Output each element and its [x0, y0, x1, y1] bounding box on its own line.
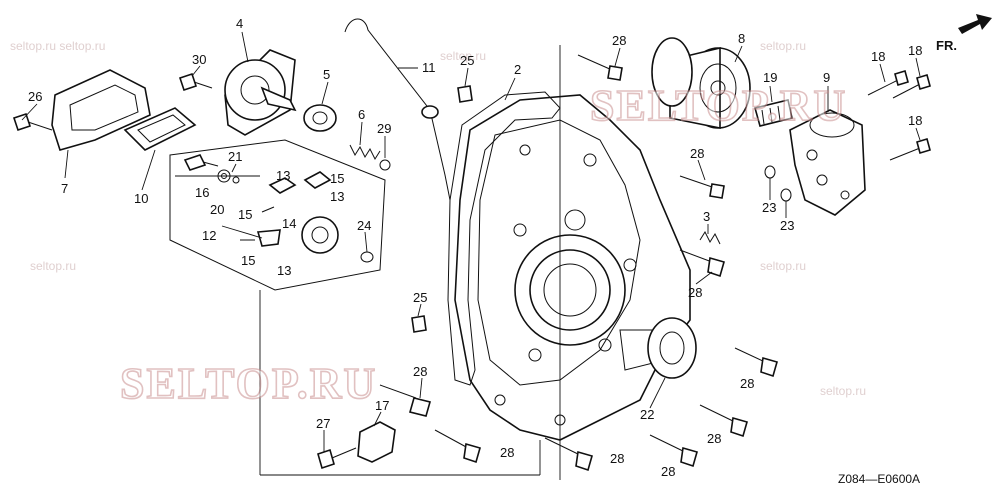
callout-26: 26 [28, 89, 42, 104]
callout-18a: 18 [871, 49, 885, 64]
callout-28g: 28 [661, 464, 675, 479]
dowel-25-top [457, 85, 473, 103]
callout-10: 10 [134, 191, 148, 206]
oil-filter-housing [789, 109, 866, 216]
breather-plate [123, 107, 197, 151]
callout-13b: 13 [330, 189, 344, 204]
bolt-27 [317, 447, 357, 470]
governor-subassembly-parts [183, 154, 374, 263]
governor-subassembly-frame [169, 139, 386, 291]
front-direction-arrow [958, 14, 992, 34]
governor-gear-assembly [224, 49, 297, 136]
front-direction-label: FR. [936, 38, 957, 53]
dipstick [344, 18, 451, 201]
callout-9: 9 [823, 70, 830, 85]
callout-23a: 23 [762, 200, 776, 215]
callout-25b: 25 [413, 290, 427, 305]
callout-14: 14 [282, 216, 296, 231]
washer-23b [780, 188, 792, 202]
svg-text:seltop.ru: seltop.ru [760, 39, 806, 53]
callout-28i: 28 [740, 376, 754, 391]
callout-28b: 28 [690, 146, 704, 161]
callout-7: 7 [61, 181, 68, 196]
cover-gasket [447, 91, 561, 386]
callout-18c: 18 [908, 113, 922, 128]
callout-16: 16 [195, 185, 209, 200]
callout-28a: 28 [612, 33, 626, 48]
diagram-code: Z084—E0600A [838, 472, 920, 486]
leader-lines [21, 31, 921, 480]
watermark-bottom: SELTOP.RU [120, 359, 377, 408]
callout-15b: 15 [330, 171, 344, 186]
callout-13c: 13 [277, 263, 291, 278]
breather-cover [51, 69, 151, 151]
callout-18b: 18 [908, 43, 922, 58]
svg-text:seltop.ru: seltop.ru [30, 259, 76, 273]
callout-29: 29 [377, 121, 391, 136]
callout-15c: 15 [241, 253, 255, 268]
callout-6: 6 [358, 107, 365, 122]
callout-3: 3 [703, 209, 710, 224]
spring-3 [699, 230, 721, 245]
callout-23b: 23 [780, 218, 794, 233]
svg-text:seltop.ru seltop.ru: seltop.ru seltop.ru [10, 39, 105, 53]
callout-labels: 4 30 26 7 10 5 6 29 11 25 2 28 8 19 9 18… [28, 16, 922, 479]
callout-28f: 28 [610, 451, 624, 466]
callout-20: 20 [210, 202, 224, 217]
filter-nipple [754, 99, 793, 127]
callout-28h: 28 [707, 431, 721, 446]
svg-text:seltop.ru: seltop.ru [820, 384, 866, 398]
dowel-25-lower [411, 315, 427, 333]
callout-28d: 28 [413, 364, 427, 379]
watermark-top: SELTOP.RU [590, 81, 847, 130]
callout-28c: 28 [688, 285, 702, 300]
callout-4: 4 [236, 16, 243, 31]
callout-8: 8 [738, 31, 745, 46]
background-watermark-pattern: seltop.ru seltop.ru seltop.ru seltop.ru … [10, 39, 866, 398]
bolts-28 [379, 54, 778, 472]
oil-seal-22 [647, 317, 697, 379]
callout-19: 19 [763, 70, 777, 85]
callout-22: 22 [640, 407, 654, 422]
callout-25a: 25 [460, 53, 474, 68]
bolt-26 [12, 112, 53, 132]
svg-text:seltop.ru: seltop.ru [760, 259, 806, 273]
callout-13a: 13 [276, 168, 290, 183]
callout-12: 12 [202, 228, 216, 243]
bolts-18 [867, 69, 931, 161]
oil-seal-5 [303, 104, 337, 132]
callout-24: 24 [357, 218, 371, 233]
callout-2: 2 [514, 62, 521, 77]
spring-6 [349, 144, 381, 161]
callout-21: 21 [228, 149, 242, 164]
callout-11: 11 [422, 60, 436, 75]
washer-23a [764, 165, 776, 179]
callout-28e: 28 [500, 445, 514, 460]
oil-filter [651, 37, 751, 129]
callout-17: 17 [375, 398, 389, 413]
crankcase-cover [454, 94, 691, 441]
bolt-30 [178, 72, 213, 92]
o-ring-29 [379, 159, 391, 171]
callout-15a: 15 [238, 207, 252, 222]
bracket-17 [357, 421, 396, 463]
svg-text:seltop.ru: seltop.ru [440, 49, 486, 63]
callout-30: 30 [192, 52, 206, 67]
callout-27: 27 [316, 416, 330, 431]
callout-5: 5 [323, 67, 330, 82]
